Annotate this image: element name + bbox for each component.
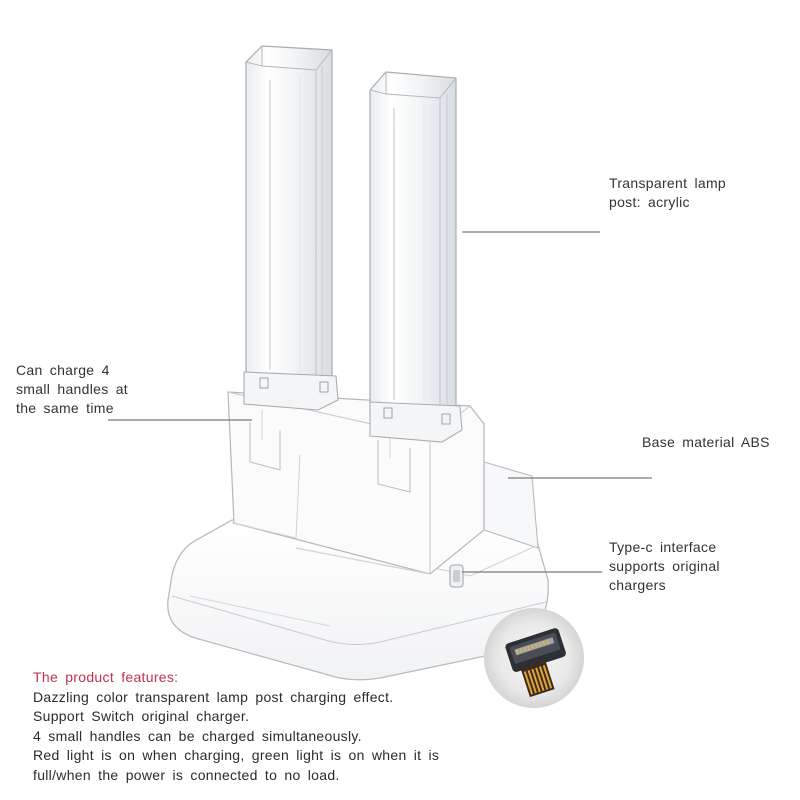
callout-base-material: Base material ABS	[642, 434, 770, 450]
callout-type-c: Type-c interface supports original charg…	[609, 539, 720, 593]
lamp-post-left	[243, 45, 339, 411]
type-c-connector-icon	[484, 608, 584, 708]
feature-line: Red light is on when charging, green lig…	[33, 747, 440, 763]
lamp-post-right	[369, 71, 463, 443]
feature-line: 4 small handles can be charged simultane…	[33, 727, 362, 744]
feature-line: Dazzling color transparent lamp post cha…	[33, 688, 394, 705]
feature-line: Support Switch original charger.	[33, 708, 250, 724]
callout-lines	[108, 231, 652, 573]
charging-dock-product	[167, 45, 549, 681]
callout-charge-four: Can charge 4 small handles at the same t…	[16, 362, 128, 416]
features-title: The product features:	[33, 669, 179, 685]
feature-line: full/when the power is connected to no l…	[33, 766, 340, 783]
product-features: The product features: Dazzling color tra…	[33, 668, 439, 785]
callout-lamp-post: Transparent lamp post: acrylic	[609, 175, 726, 210]
